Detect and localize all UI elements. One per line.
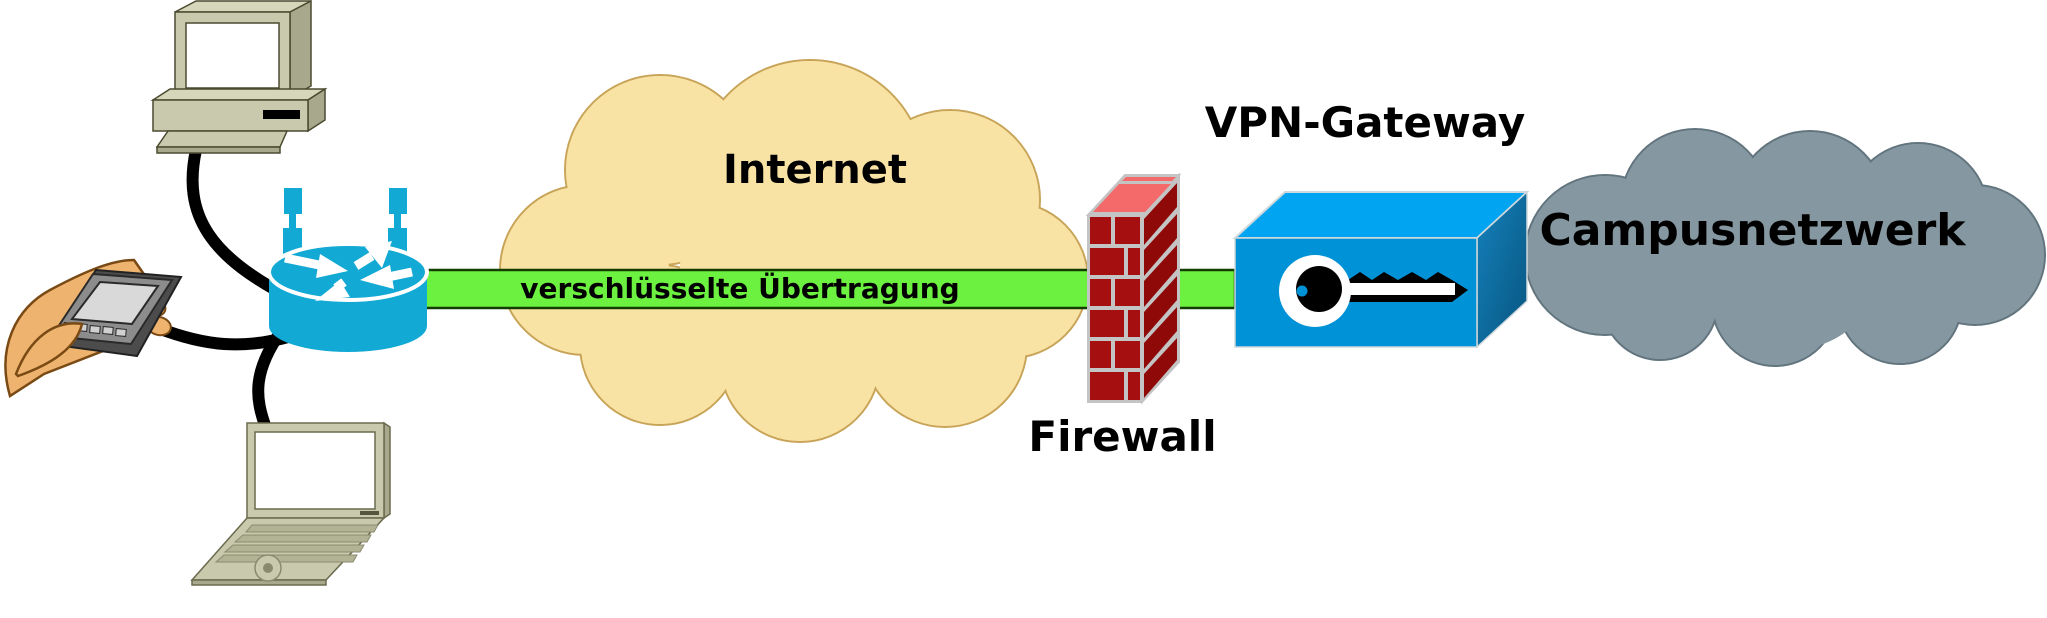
firewall-icon — [1085, 172, 1182, 405]
vpn-gateway-icon — [1232, 190, 1530, 349]
cable-laptop-to-router — [252, 324, 288, 434]
pda-screen — [70, 280, 160, 326]
handheld-pda-icon — [4, 258, 183, 398]
laptop-screen — [254, 431, 376, 510]
wireless-router-icon — [267, 188, 429, 352]
laptop-icon — [190, 421, 391, 586]
cable-desktop-to-router — [186, 144, 301, 306]
key-icon — [1279, 255, 1468, 327]
desktop-computer-icon — [150, 0, 328, 154]
hand-thumb — [14, 322, 84, 378]
router-arrows — [284, 241, 413, 301]
laptop-keyboard — [214, 524, 379, 563]
monitor-screen — [185, 22, 280, 89]
keyboard — [155, 130, 289, 148]
internet-cloud — [499, 59, 1089, 443]
firewall-bricks — [1090, 217, 1140, 400]
floppy-slot — [263, 110, 300, 119]
campus-network-cloud — [1524, 128, 2046, 367]
